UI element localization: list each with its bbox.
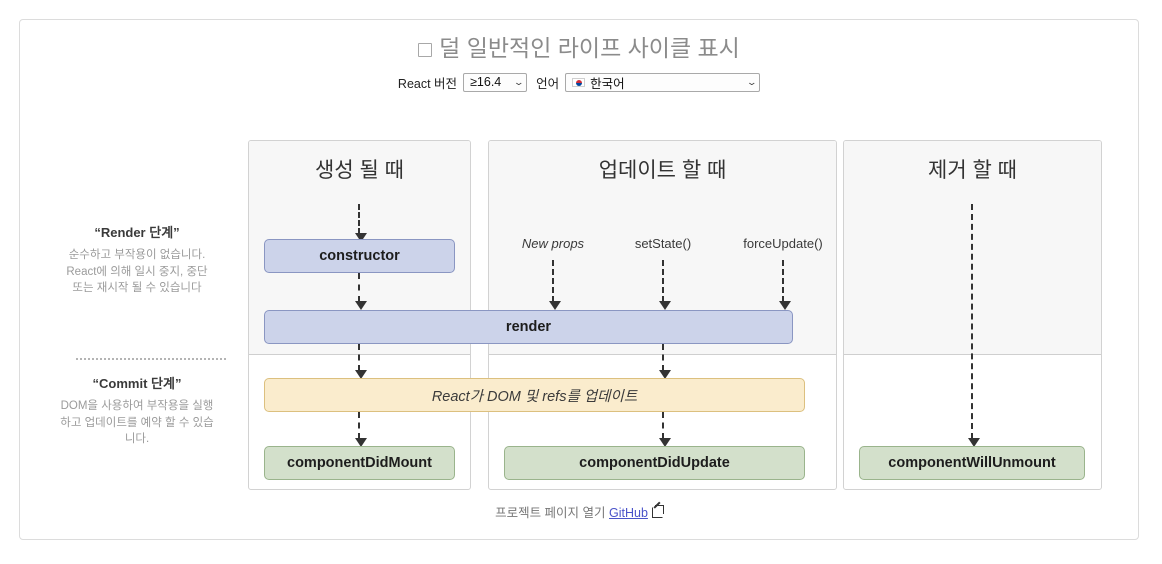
title-row[interactable]: 덜 일반적인 라이프 사이클 표시 [418,34,740,64]
language-select[interactable]: 한국어 ⌄ [565,72,761,92]
arrow-mount-to-constructor [355,204,367,242]
language-label: 언어 [536,76,560,91]
phase-commit-title: “Commit 단계” [92,376,182,391]
lifecycle-box-component-did-update[interactable]: componentDidUpdate [504,446,805,480]
diagram-overlay: constructor render React가 DOM 및 refs를 업데… [248,140,1102,490]
phase-render: “Render 단계” 순수하고 부작용이 없습니다. React에 의해 일시… [42,222,232,297]
trigger-force-update: forceUpdate() [743,236,823,251]
column-unmounting-title: 제거 할 때 [928,159,1017,182]
arrow-domupdate-to-didupdate [659,412,671,447]
lifecycle-box-dom-update: React가 DOM 및 refs를 업데이트 [264,378,805,412]
arrow-render-to-domupdate [355,344,367,379]
lifecycle-box-component-will-unmount[interactable]: componentWillUnmount [859,446,1085,480]
lifecycle-box-component-did-mount[interactable]: componentDidMount [264,446,455,480]
arrow-newprops-to-render [549,260,561,310]
language-value: 한국어 [590,76,625,91]
phase-render-title: “Render 단계” [94,225,180,240]
arrow-constructor-to-render [355,273,367,310]
chevron-down-icon: ⌄ [745,76,757,87]
trigger-set-state: setState() [634,236,692,251]
page-title: 덜 일반적인 라이프 사이클 표시 [439,35,740,61]
arrow-domupdate-to-didmount [355,412,367,447]
arrow-setstate-to-render [659,260,671,310]
phase-render-desc: 순수하고 부작용이 없습니다. React에 의해 일시 중지, 중단 또는 재… [66,249,208,295]
phase-divider [76,358,226,360]
korea-flag-icon [572,77,586,87]
react-version-control: React 버전 ≥16.4 ⌄ [397,72,528,92]
lifecycle-diagram-card: 덜 일반적인 라이프 사이클 표시 React 버전 ≥16.4 ⌄ 언어 한국… [19,19,1139,540]
react-version-select[interactable]: ≥16.4 ⌄ [463,72,528,92]
external-link-icon [651,505,664,518]
arrow-render-to-domupdate-update [659,344,671,379]
phase-commit: “Commit 단계” DOM을 사용하여 부작용을 실행하고 업데이트를 예약… [42,373,232,448]
controls-row: React 버전 ≥16.4 ⌄ 언어 한국어 ⌄ [20,72,1138,92]
footer-text: 프로젝트 페이지 열기 [495,506,606,520]
arrow-forceupdate-to-render [779,260,791,310]
column-mounting-title: 생성 될 때 [315,159,404,182]
diagram: “Render 단계” 순수하고 부작용이 없습니다. React에 의해 일시… [20,118,1138,508]
lifecycle-box-render[interactable]: render [264,310,793,344]
arrow-unmount-to-willunmount [968,204,980,447]
react-version-value: ≥16.4 [470,75,502,90]
github-link[interactable]: GitHub [609,506,648,520]
column-updating-title: 업데이트 할 때 [598,159,727,182]
lifecycle-columns: 생성 될 때 업데이트 할 때 제거 할 때 [248,140,1102,490]
language-control: 언어 한국어 ⌄ [536,72,761,92]
phase-commit-desc: DOM을 사용하여 부작용을 실행하고 업데이트를 예약 할 수 있습니다. [60,400,214,446]
show-less-common-lifecycles-checkbox[interactable] [418,42,433,57]
trigger-new-props: New props [521,236,585,251]
phase-descriptions: “Render 단계” 순수하고 부작용이 없습니다. React에 의해 일시… [42,118,232,490]
react-version-label: React 버전 [397,76,458,91]
footer: 프로젝트 페이지 열기 GitHub [20,502,1138,521]
header: 덜 일반적인 라이프 사이클 표시 React 버전 ≥16.4 ⌄ 언어 한국… [20,20,1138,92]
chevron-down-icon: ⌄ [512,76,524,87]
lifecycle-box-constructor[interactable]: constructor [264,239,455,273]
